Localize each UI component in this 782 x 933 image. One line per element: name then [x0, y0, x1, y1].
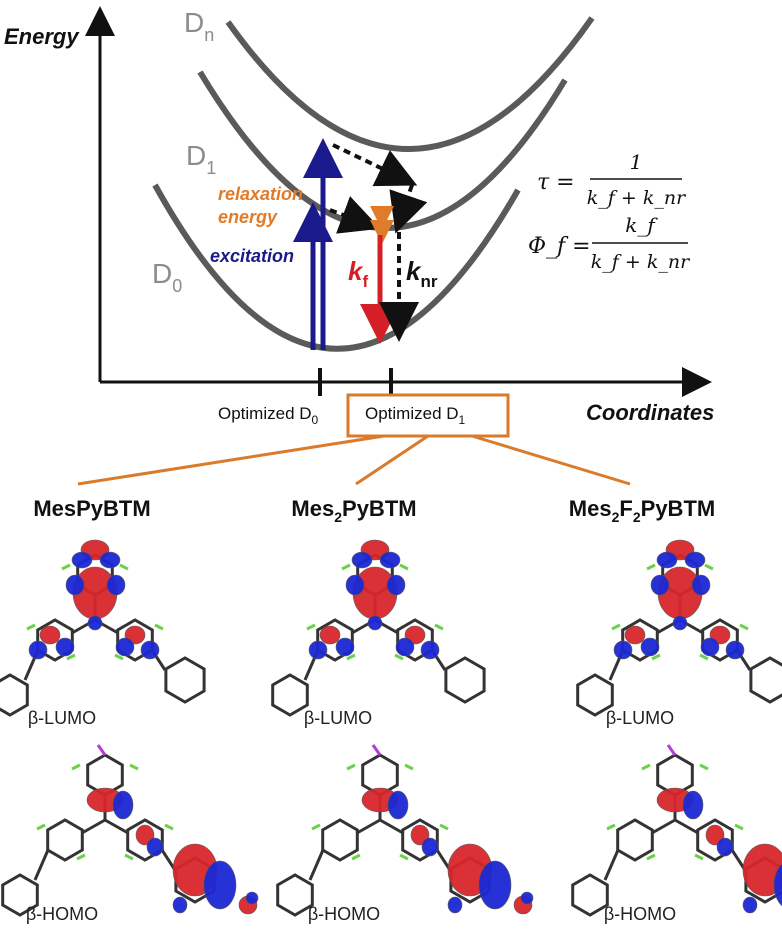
connector-right — [471, 434, 631, 486]
tick-label-optimized-d1: Optimized D1 — [365, 404, 466, 427]
molecule-title-mespybtm: MesPyBTM — [33, 496, 150, 521]
svg-text:τ =: τ = — [537, 170, 575, 195]
curve-label-dn: Dn — [184, 7, 214, 45]
y-axis-label: Energy — [4, 24, 80, 49]
knr-label: knr — [406, 256, 438, 291]
tick-label-optimized-d0: Optimized D0 — [218, 404, 319, 427]
curve-label-d0: D0 — [152, 258, 182, 296]
homo-orbital-1 — [1, 744, 259, 917]
lumo-label-2: β-LUMO — [304, 708, 372, 728]
curve-d0 — [152, 183, 521, 352]
lumo-label-3: β-LUMO — [606, 708, 674, 728]
homo-label-3: β-HOMO — [604, 904, 676, 924]
homo-label-1: β-HOMO — [26, 904, 98, 924]
lumo-orbital-3 — [576, 539, 782, 717]
connector-middle — [355, 434, 429, 486]
lifetime-formula: τ = 1 k_f + k_nr — [537, 150, 687, 209]
relaxation-arrow-dn — [332, 143, 418, 187]
kf-label: kf — [348, 256, 368, 291]
homo-label-2: β-HOMO — [308, 904, 380, 924]
relaxation-arrow-d1 — [329, 196, 381, 234]
homo-orbital-2 — [276, 744, 534, 917]
lumo-label-1: β-LUMO — [28, 708, 96, 728]
lumo-orbital-1 — [0, 539, 206, 717]
internal-conversion-arrow — [389, 184, 428, 234]
lumo-orbital-2 — [271, 539, 486, 717]
molecule-title-mes2f2pybtm: Mes2F2PyBTM — [569, 496, 715, 525]
curve-label-d1: D1 — [186, 140, 216, 178]
homo-orbital-3 — [571, 744, 782, 917]
quantum-yield-formula: Φ_f = k_f k_f + k_nr — [528, 213, 691, 273]
connector-left — [77, 434, 385, 486]
x-axis-label: Coordinates — [586, 400, 714, 425]
svg-text:1: 1 — [630, 150, 643, 174]
svg-text:k_f + k_nr: k_f + k_nr — [587, 187, 687, 209]
svg-text:k_f: k_f — [625, 213, 658, 237]
excitation-label: excitation — [210, 246, 294, 266]
svg-text:k_f + k_nr: k_f + k_nr — [591, 251, 691, 273]
curve-dn — [225, 16, 595, 152]
molecule-title-mes2pybtm: Mes2PyBTM — [291, 496, 416, 525]
svg-text:Φ_f =: Φ_f = — [528, 234, 591, 259]
